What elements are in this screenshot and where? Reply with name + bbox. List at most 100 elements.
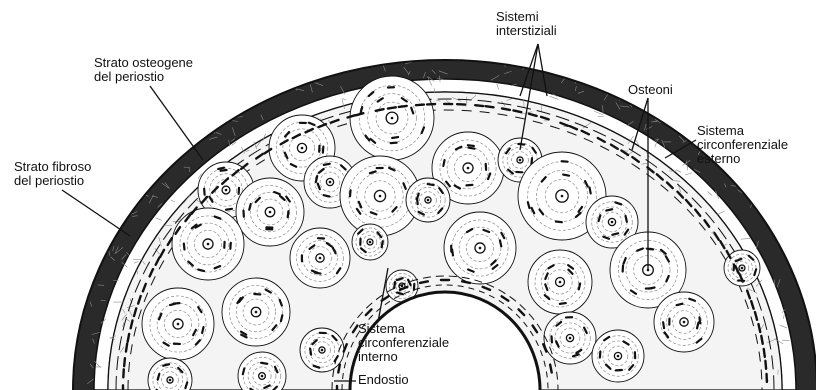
matrix-stroke bbox=[245, 65, 251, 66]
osteocyte-lacuna bbox=[649, 287, 655, 288]
label-endostio: Endostio bbox=[358, 373, 409, 387]
matrix-stroke bbox=[616, 69, 620, 75]
osteocyte-lacuna bbox=[243, 368, 244, 374]
osteocyte-lacuna bbox=[579, 283, 580, 289]
circumferential-lacuna bbox=[388, 107, 396, 108]
matrix-stroke bbox=[764, 216, 771, 218]
label-sistema-circonferenziale-interno: Sistema circonferenziale interno bbox=[358, 322, 449, 364]
circumferential-lacuna bbox=[416, 105, 424, 106]
haversian-canal-center bbox=[177, 323, 180, 326]
matrix-stroke bbox=[185, 144, 188, 150]
matrix-stroke bbox=[758, 79, 763, 80]
matrix-stroke bbox=[704, 98, 709, 106]
matrix-stroke bbox=[274, 74, 280, 77]
osteocyte-lacuna bbox=[202, 327, 203, 333]
matrix-stroke bbox=[761, 87, 766, 91]
osteocyte-lacuna bbox=[469, 148, 475, 149]
osteocyte-lacuna bbox=[158, 374, 160, 380]
osteocyte-lacuna bbox=[626, 216, 627, 222]
matrix-stroke bbox=[98, 171, 105, 173]
matrix-stroke bbox=[711, 102, 718, 108]
osteocyte-lacuna bbox=[361, 107, 363, 113]
matrix-stroke bbox=[774, 184, 775, 190]
osteocyte-lacuna bbox=[163, 364, 169, 365]
osteocyte-lacuna bbox=[324, 164, 330, 165]
matrix-stroke bbox=[778, 217, 783, 222]
circumferential-lacuna bbox=[758, 324, 760, 332]
osteocyte-lacuna bbox=[310, 349, 311, 355]
matrix-stroke bbox=[296, 60, 300, 65]
matrix-stroke bbox=[758, 84, 762, 86]
osteocyte-lacuna bbox=[394, 282, 395, 288]
matrix-stroke bbox=[225, 63, 229, 65]
circumferential-lacuna bbox=[761, 336, 762, 344]
osteocyte-lacuna bbox=[350, 190, 351, 196]
osteocyte-lacuna bbox=[697, 323, 698, 329]
matrix-stroke bbox=[154, 111, 162, 116]
osteocyte-lacuna bbox=[612, 233, 618, 235]
circumferential-lacuna bbox=[376, 109, 384, 111]
matrix-stroke bbox=[754, 180, 763, 183]
inner-circumferential-lacuna bbox=[550, 365, 552, 373]
matrix-stroke bbox=[222, 98, 232, 99]
matrix-stroke bbox=[159, 151, 166, 155]
osteocyte-lacuna bbox=[428, 184, 434, 185]
matrix-stroke bbox=[767, 165, 771, 174]
matrix-stroke bbox=[764, 72, 768, 78]
matrix-stroke bbox=[781, 199, 785, 206]
osteocyte-lacuna bbox=[198, 270, 204, 272]
osteocyte-lacuna bbox=[500, 240, 501, 246]
haversian-canal-center bbox=[467, 167, 470, 170]
haversian-canal-center bbox=[255, 311, 258, 314]
matrix-stroke bbox=[734, 115, 739, 119]
matrix-stroke bbox=[221, 79, 225, 85]
haversian-canal-center bbox=[427, 199, 430, 202]
matrix-stroke bbox=[731, 75, 735, 81]
matrix-stroke bbox=[125, 206, 127, 214]
matrix-stroke bbox=[128, 188, 130, 193]
matrix-stroke bbox=[732, 177, 737, 179]
haversian-canal-center bbox=[261, 375, 264, 378]
matrix-stroke bbox=[271, 70, 273, 79]
osteocyte-lacuna bbox=[556, 221, 562, 222]
matrix-stroke bbox=[118, 146, 122, 151]
inner-circumferential-lacuna bbox=[338, 365, 340, 373]
matrix-stroke bbox=[251, 100, 256, 103]
haversian-canal-center bbox=[561, 195, 564, 198]
matrix-stroke bbox=[651, 63, 658, 65]
matrix-stroke bbox=[90, 232, 97, 233]
matrix-stroke bbox=[212, 70, 216, 79]
label-sistema-circonferenziale-esterno: Sistema circonferenziale esterno bbox=[697, 124, 788, 166]
matrix-stroke bbox=[164, 167, 168, 170]
matrix-stroke bbox=[755, 104, 759, 109]
matrix-stroke bbox=[149, 92, 151, 101]
osteocyte-lacuna bbox=[699, 317, 700, 323]
matrix-stroke bbox=[114, 86, 117, 92]
haversian-canal-center bbox=[301, 147, 304, 150]
osteocyte-lacuna bbox=[288, 211, 289, 217]
matrix-stroke bbox=[733, 93, 737, 94]
haversian-canal-center bbox=[319, 257, 322, 260]
matrix-stroke bbox=[693, 107, 697, 111]
matrix-stroke bbox=[770, 203, 772, 208]
circumferential-lacuna bbox=[502, 108, 510, 110]
haversian-canal-center bbox=[611, 221, 614, 224]
matrix-stroke bbox=[201, 116, 205, 118]
matrix-stroke bbox=[104, 135, 105, 145]
leader-strato-fibroso bbox=[62, 190, 130, 236]
matrix-stroke bbox=[704, 77, 709, 82]
matrix-stroke bbox=[783, 244, 784, 249]
matrix-stroke bbox=[229, 70, 230, 77]
matrix-stroke bbox=[185, 99, 186, 103]
matrix-stroke bbox=[137, 178, 138, 185]
haversian-canal-center bbox=[683, 321, 686, 324]
osteocyte-lacuna bbox=[324, 195, 330, 196]
matrix-stroke bbox=[746, 170, 752, 172]
haversian-canal-center bbox=[559, 281, 562, 284]
matrix-stroke bbox=[102, 168, 104, 177]
circumferential-lacuna bbox=[399, 106, 407, 107]
matrix-stroke bbox=[300, 78, 305, 83]
matrix-stroke bbox=[760, 187, 765, 194]
circumferential-lacuna bbox=[486, 106, 494, 107]
inner-circumferential-lacuna bbox=[462, 281, 470, 283]
